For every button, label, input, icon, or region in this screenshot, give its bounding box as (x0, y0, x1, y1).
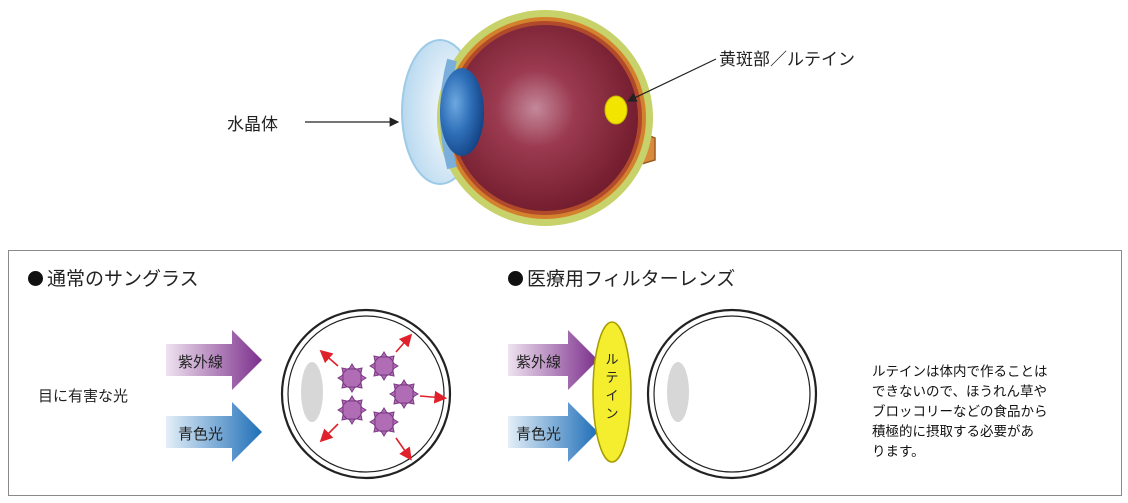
heading-normal-sunglasses: 通常のサングラス (28, 264, 199, 291)
scatter-arrows (319, 333, 448, 461)
bullet-dot (28, 271, 43, 286)
label-blue-left: 青色光 (178, 425, 224, 443)
label-uv-right: 紫外線 (516, 353, 562, 371)
vitreous-body (452, 25, 638, 211)
macula-pointer-line (626, 58, 717, 102)
particle (369, 407, 399, 437)
label-lutein-lens: ルテイン (605, 353, 619, 422)
label-harmful-light: 目に有害な光 (38, 387, 129, 405)
label-blue-right: 青色光 (516, 425, 562, 443)
uv-arrow-right (508, 330, 598, 390)
lens-right (667, 362, 689, 422)
comparison-panel (8, 250, 1122, 496)
note-line: ブロッコリーなどの食品から (872, 404, 1048, 420)
particle (337, 395, 367, 425)
crystalline-lens (440, 68, 484, 156)
blue-arrow-right (508, 402, 598, 462)
scattered-light-particles (337, 351, 419, 437)
heading-filter-lens: 医療用フィルターレンズ (508, 264, 735, 291)
label-lens: 水晶体 (227, 115, 278, 135)
label-uv-left: 紫外線 (178, 353, 224, 371)
lens-left (301, 362, 323, 422)
note-line: できないので、ほうれん草や (872, 384, 1047, 400)
lutein-note: ルテインは体内で作ることは できないので、ほうれん草や ブロッコリーなどの食品か… (872, 362, 1112, 462)
label-macula: 黄斑部／ルテイン (719, 50, 855, 70)
particle (369, 351, 399, 381)
macula-lutein (604, 95, 628, 125)
particle (337, 363, 367, 393)
blue-arrow-left (166, 402, 262, 462)
bullet-dot (508, 271, 523, 286)
uv-arrow-left (166, 330, 262, 390)
note-line: 積極的に摂取する必要があ (872, 424, 1034, 440)
lutein-filter-lens (592, 321, 632, 463)
note-line: ります。 (872, 444, 925, 460)
note-line: ルテインは体内で作ることは (872, 364, 1048, 380)
particle (389, 379, 419, 409)
eyeball-illustration (401, 10, 656, 226)
eye-cross-section-right (646, 308, 818, 480)
